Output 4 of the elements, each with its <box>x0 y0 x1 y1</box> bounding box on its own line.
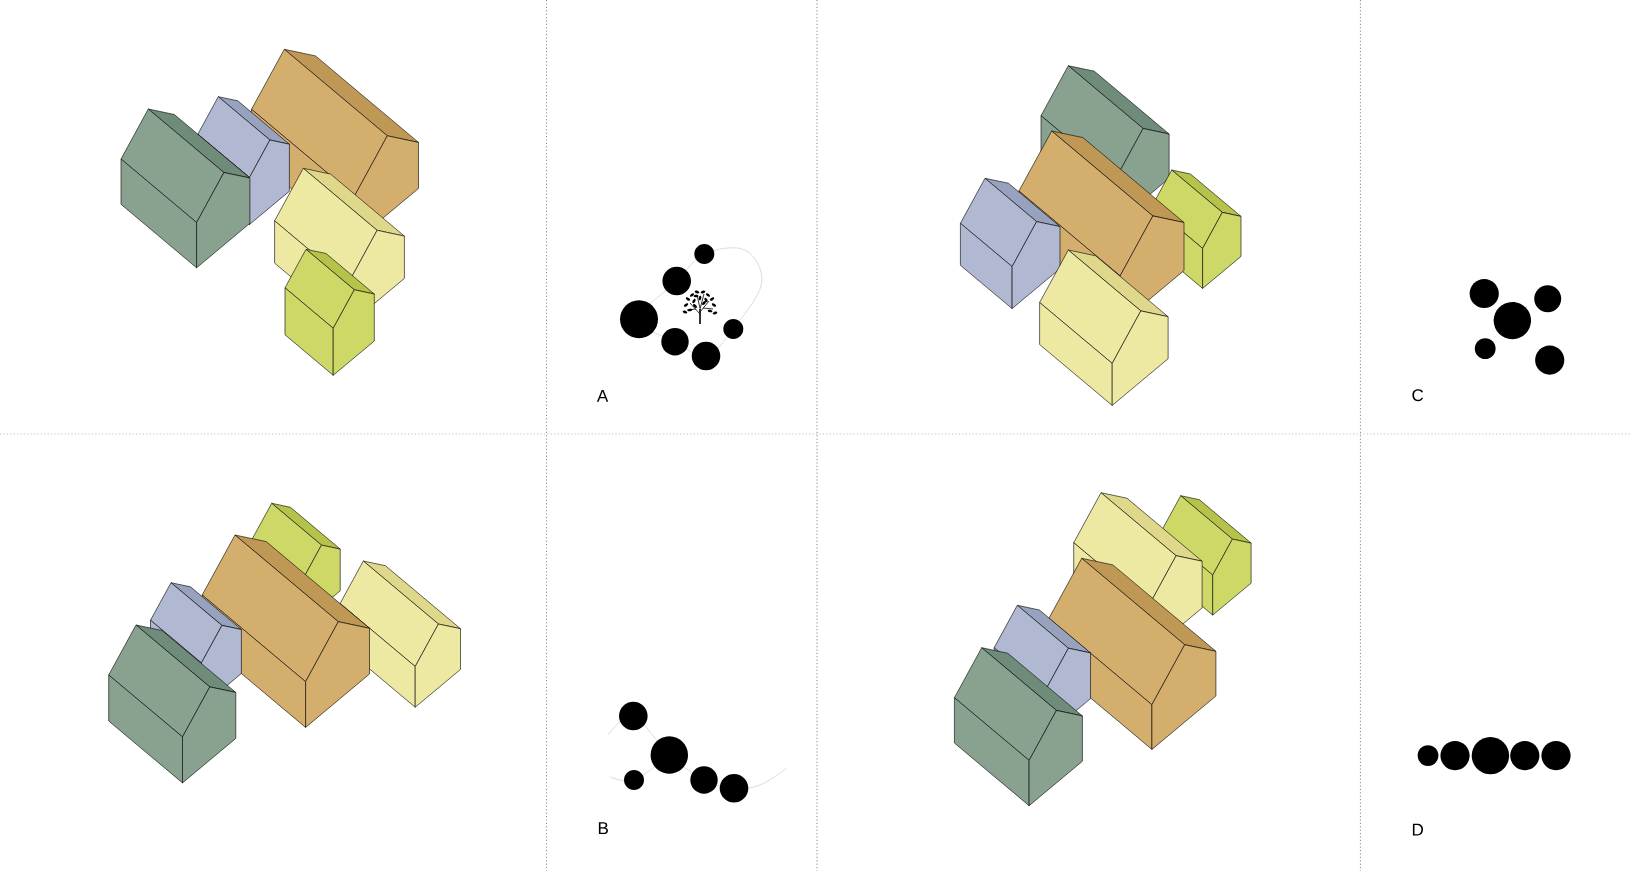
panel-letter: C <box>1412 389 1424 402</box>
panel-letter: A <box>596 390 609 402</box>
panel-letter: D <box>1412 823 1423 836</box>
panel-letter: B <box>598 822 608 834</box>
